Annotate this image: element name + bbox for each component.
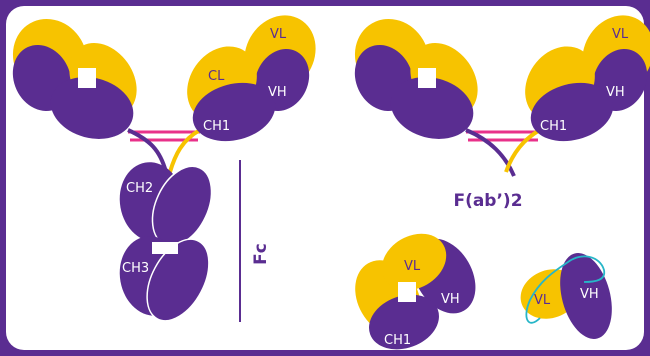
heavy-chain-domain <box>560 253 612 339</box>
heavy-chain-domain <box>369 294 439 350</box>
fab2-left-arm <box>354 18 478 139</box>
ch3-domain-pair <box>146 238 210 322</box>
domain-gap <box>418 68 436 88</box>
heavy-chain-domain <box>390 77 474 139</box>
label-vh: VH <box>268 85 287 100</box>
label-ch2: CH2 <box>126 181 153 196</box>
peptide-linker <box>525 255 606 324</box>
scfv-fragment: VL VH <box>520 253 612 339</box>
label-cl: CL <box>208 69 225 84</box>
label-vh: VH <box>580 287 599 302</box>
label-ch1: CH1 <box>540 119 567 134</box>
domain-gap <box>152 242 178 254</box>
label-fc: Fc <box>251 243 271 265</box>
fab-fragment: VL VH CH1 <box>355 233 476 350</box>
domain-gap <box>78 68 96 88</box>
label-vh: VH <box>441 292 460 307</box>
label-ch3: CH3 <box>122 261 149 276</box>
fab2-right-arm: VL VH CH1 <box>525 15 650 142</box>
fc-region: CH2 CH3 <box>119 162 213 322</box>
label-vh: VH <box>606 85 625 100</box>
label-fab2: F(ab’)2 <box>453 191 522 211</box>
label-vl: VL <box>270 27 287 42</box>
hinge-heavy-chain <box>465 128 516 177</box>
label-vl: VL <box>612 27 629 42</box>
hinge-light-chain <box>504 128 542 173</box>
heavy-chain-domain <box>192 82 276 142</box>
label-vl: VL <box>534 293 551 308</box>
right-fab-arm: VL CL VH CH1 <box>187 15 316 142</box>
hinge-light-chain <box>168 128 202 173</box>
heavy-chain-domain <box>530 82 614 142</box>
label-ch1: CH1 <box>384 333 411 348</box>
light-chain-domain <box>381 233 447 291</box>
left-fab-arm <box>12 18 137 139</box>
domain-gap <box>398 282 416 302</box>
label-vl: VL <box>404 259 421 274</box>
igg-antibody: VL CL VH CH1 CH2 CH3 Fc <box>12 15 316 322</box>
label-ch1: CH1 <box>203 119 230 134</box>
heavy-chain-domain <box>50 77 134 139</box>
fab2-fragment: VL VH CH1 F(ab’)2 <box>354 15 650 211</box>
